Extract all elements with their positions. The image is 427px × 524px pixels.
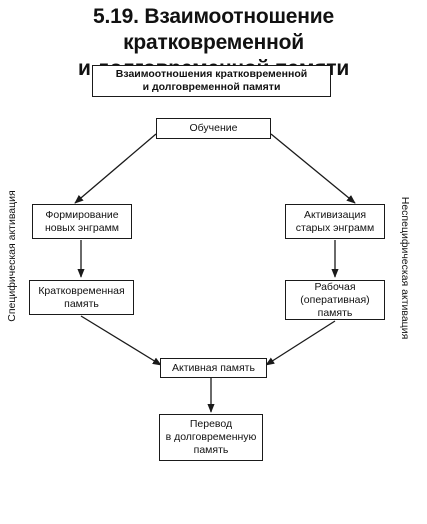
node-short-term-line-1: Кратковременная	[38, 284, 125, 297]
node-working-line-2: (оперативная)	[300, 293, 370, 306]
node-transfer-line-2: в долговременную	[165, 431, 257, 443]
node-transfer-to-long-term: Перевод в долговременную память	[159, 414, 263, 461]
node-transfer-line-1: Перевод	[189, 418, 233, 430]
arrow-learning-to-new-engrams	[74, 133, 157, 204]
node-old-engrams-line-1: Активизация	[303, 208, 367, 221]
right-side-label: Неспецифическая активация	[399, 196, 411, 340]
node-new-engrams: Формирование новых энграмм	[32, 204, 132, 239]
node-short-term-line-2: память	[64, 297, 99, 310]
header-box-line-1: Взаимоотношения кратковременной	[115, 68, 308, 80]
node-working-line-1: Рабочая	[314, 280, 356, 293]
node-old-engrams: Активизация старых энграмм	[285, 204, 385, 239]
arrow-learning-to-old-engrams	[270, 133, 356, 204]
node-old-engrams-line-2: старых энграмм	[295, 221, 375, 234]
header-box-line-2: и долговременной памяти	[142, 81, 281, 93]
node-short-term-memory: Кратковременная память	[29, 280, 134, 315]
node-working-memory: Рабочая (оперативная) память	[285, 280, 385, 320]
arrow-working-to-active	[265, 320, 336, 366]
node-working-line-3: память	[317, 306, 353, 319]
node-new-engrams-line-2: новых энграмм	[44, 221, 120, 234]
node-transfer-line-3: память	[193, 444, 229, 456]
node-active-memory: Активная память	[160, 358, 267, 378]
node-active-label: Активная память	[172, 361, 255, 374]
arrow-short-term-to-active	[80, 315, 162, 366]
node-new-engrams-line-1: Формирование	[45, 208, 119, 221]
title-line-1: 5.19. Взаимоотношение кратковременной	[93, 5, 334, 54]
left-side-label: Специфическая активация	[6, 190, 18, 322]
node-learning-label: Обучение	[189, 122, 238, 134]
diagram-header-box: Взаимоотношения кратковременной и долгов…	[92, 65, 331, 97]
node-learning: Обучение	[156, 118, 271, 139]
